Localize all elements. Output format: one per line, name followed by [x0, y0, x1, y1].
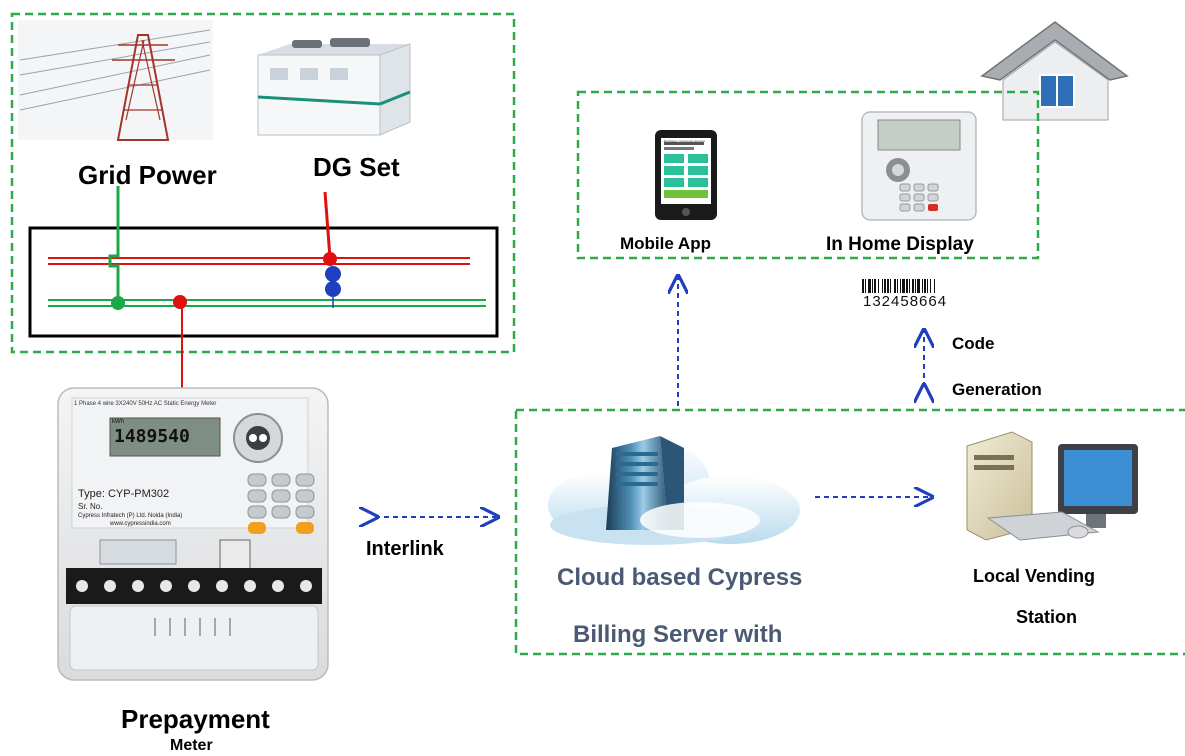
cloud-label-line1: Cloud based Cypress: [557, 564, 803, 591]
code-generation-line1: Code: [952, 334, 995, 353]
app-screen-title: Recharge / Consumer Account: [664, 139, 705, 143]
dg-set-icon: [257, 38, 411, 136]
cloud-server-icon: [548, 436, 800, 545]
meter-title-line2: Meter: [170, 737, 213, 754]
meter-website-text: www.cypressindia.com: [110, 521, 171, 527]
in-home-display-label: In Home Display: [826, 234, 974, 255]
mobile-phone-icon: [655, 130, 717, 220]
cloud-label-line2: Billing Server with: [573, 621, 783, 648]
transmission-tower-icon: [18, 20, 213, 141]
meter-title-line1: Prepayment: [121, 704, 270, 734]
barcode-number: 132458664: [863, 293, 948, 310]
mobile-app-label: Mobile App: [620, 234, 711, 253]
meter-maker-text: Cypress Infratech (P) Ltd. Noida (India): [78, 513, 183, 519]
grid-feed-line: [108, 186, 120, 303]
meter-serial-text: Sr. No.: [78, 502, 103, 511]
power-source-box: [10, 12, 516, 354]
desktop-computer-icon: [966, 431, 1138, 541]
dg-feed-line: [323, 191, 332, 259]
grid-power-label: Grid Power: [78, 160, 217, 190]
meter-header-text: 1 Phase 4 wire 3X240V 50Hz AC Static Ene…: [74, 401, 217, 407]
cloud-box: [514, 408, 1185, 656]
house-icon: [980, 21, 1129, 121]
meter-type-text: Type: CYP-PM302: [78, 488, 170, 500]
vending-label-line1: Local Vending: [973, 566, 1096, 586]
in-home-display-icon: [861, 111, 977, 221]
barcode-icon: [862, 279, 935, 293]
meter-display-unit: kWh: [112, 419, 124, 425]
code-generation-line2: Generation: [952, 380, 1042, 399]
dg-set-label: DG Set: [313, 152, 400, 182]
interlink-label: Interlink: [366, 538, 444, 560]
meter-display-reading: 1489540: [114, 426, 190, 447]
vending-label-line2: Station: [1016, 607, 1077, 627]
prepayment-meter-icon: [57, 387, 329, 681]
busbar-box: [28, 226, 499, 338]
